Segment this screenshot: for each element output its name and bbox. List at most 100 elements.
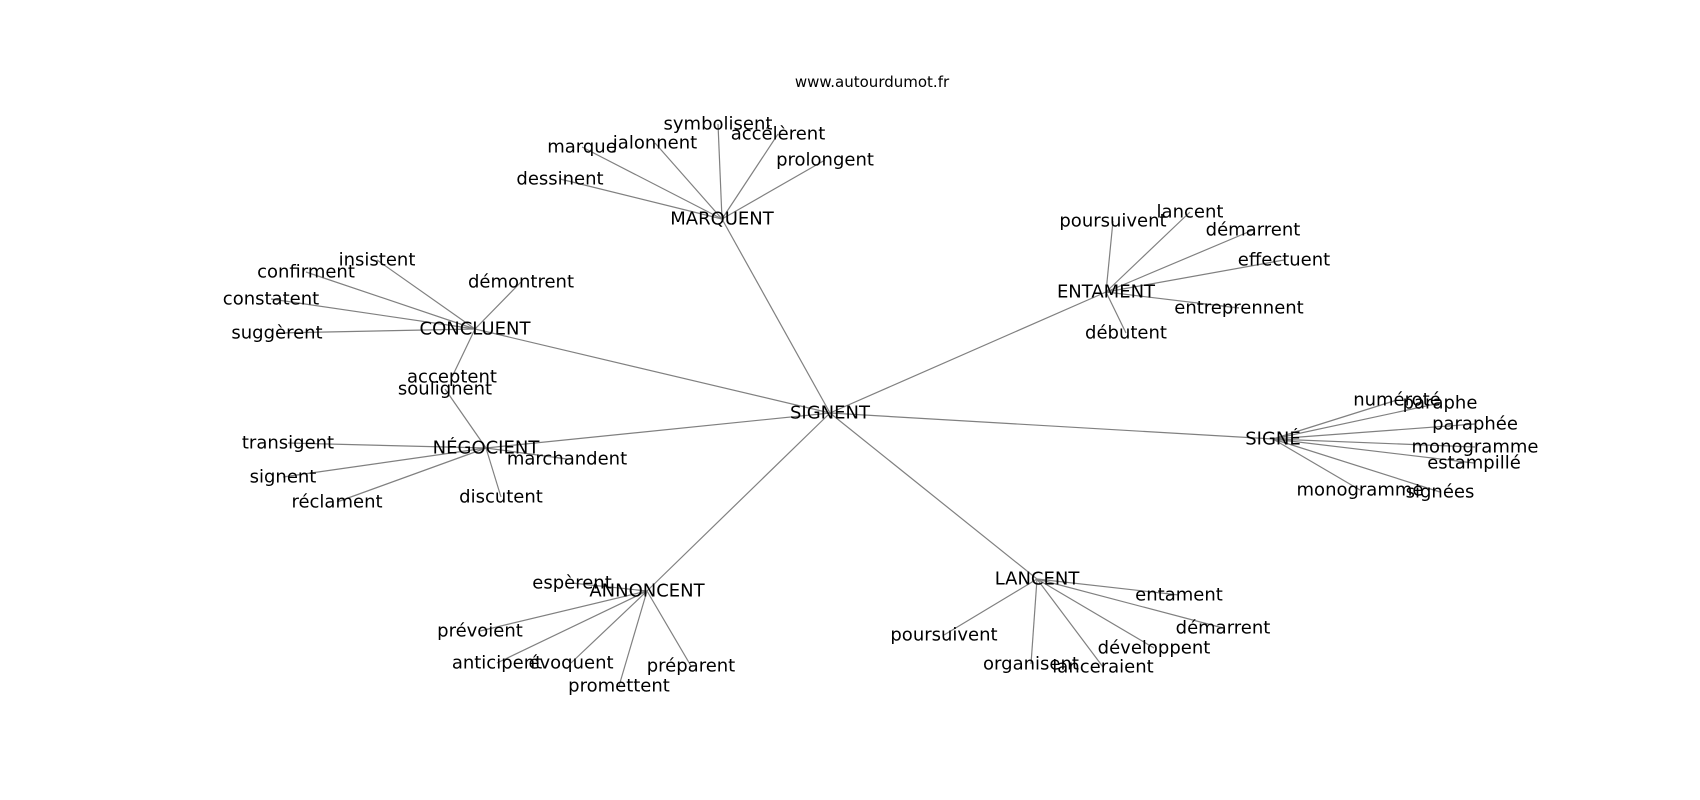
- edge-hub-to-leaf: [1036, 578, 1104, 668]
- edge-hub-to-leaf: [1030, 578, 1038, 665]
- edge-hub-to-leaf: [570, 590, 648, 664]
- leaf-node-label: évoquent: [528, 653, 613, 674]
- leaf-node-label: entreprennent: [1174, 298, 1303, 319]
- edge-center-to-hub: [485, 412, 831, 449]
- edge-hub-to-leaf: [1272, 438, 1361, 491]
- graph-edges: [270, 123, 1476, 687]
- hub-node-label: ENTAMENT: [1057, 282, 1156, 303]
- edge-hub-to-leaf: [1105, 211, 1191, 293]
- edge-center-to-hub: [829, 291, 1107, 414]
- leaf-node-label: prévoient: [437, 621, 523, 642]
- leaf-node-label: prolongent: [776, 150, 874, 171]
- edge-hub-to-leaf: [305, 271, 476, 330]
- leaf-node-label: paraphe: [1403, 393, 1478, 414]
- edge-hub-to-leaf: [444, 388, 487, 449]
- edge-hub-to-leaf: [721, 133, 779, 220]
- leaf-node-label: constatent: [223, 289, 319, 310]
- leaf-node-label: monogramme: [1297, 480, 1424, 501]
- edge-hub-to-leaf: [618, 590, 648, 687]
- leaf-node-label: poursuivent: [1059, 211, 1166, 232]
- leaf-node-label: insistent: [339, 250, 416, 271]
- edge-hub-to-leaf: [1105, 220, 1114, 293]
- edge-hub-to-leaf: [1272, 399, 1398, 440]
- leaf-node-label: démarrent: [1176, 618, 1271, 639]
- edge-hub-to-leaf: [282, 447, 487, 478]
- leaf-node-label: démarrent: [1206, 220, 1301, 241]
- leaf-node-label: accélèrent: [731, 124, 826, 145]
- leaf-node-label: marque: [547, 137, 617, 158]
- edge-hub-to-leaf: [336, 447, 487, 503]
- hub-node-label: ANNONCENT: [589, 581, 705, 602]
- center-node-label: SIGNENT: [790, 403, 871, 424]
- edge-center-to-hub: [721, 218, 831, 414]
- edge-hub-to-leaf: [559, 178, 723, 220]
- edge-hub-to-leaf: [943, 578, 1038, 636]
- hub-node-label: LANCENT: [995, 569, 1081, 590]
- hub-node-label: SIGNÉ: [1245, 428, 1301, 450]
- leaf-node-label: préparent: [647, 656, 736, 677]
- edge-hub-to-leaf: [1272, 438, 1441, 493]
- edge-center-to-hub: [646, 412, 831, 592]
- edge-center-to-hub: [829, 412, 1038, 580]
- leaf-node-label: lanceraient: [1052, 657, 1153, 678]
- leaf-node-label: démontrent: [468, 272, 574, 293]
- edge-hub-to-leaf: [474, 281, 522, 330]
- leaf-node-label: débutent: [1085, 323, 1167, 344]
- leaf-node-label: jalonnent: [612, 133, 697, 154]
- leaf-node-label: symbolisent: [664, 114, 773, 135]
- edge-hub-to-leaf: [485, 447, 502, 498]
- edge-hub-to-leaf: [1272, 438, 1476, 448]
- leaf-node-label: entament: [1135, 585, 1223, 606]
- leaf-node-label: organisent: [983, 654, 1079, 675]
- leaf-node-label: numéroté: [1353, 390, 1441, 411]
- edge-hub-to-leaf: [654, 142, 723, 220]
- edge-hub-to-leaf: [276, 328, 476, 334]
- edge-hub-to-leaf: [721, 159, 826, 220]
- edge-hub-to-leaf: [376, 259, 476, 330]
- edge-hub-to-leaf: [1036, 578, 1224, 629]
- edge-hub-to-leaf: [1272, 402, 1441, 440]
- leaf-node-label: estampillé: [1427, 453, 1521, 474]
- edge-hub-to-leaf: [1105, 229, 1254, 293]
- edge-hub-to-leaf: [1105, 259, 1285, 293]
- edge-hub-to-leaf: [581, 146, 723, 220]
- edge-hub-to-leaf: [1036, 578, 1180, 596]
- leaf-node-label: signent: [250, 467, 317, 488]
- edge-center-to-hub: [829, 412, 1274, 440]
- edge-hub-to-leaf: [571, 582, 648, 592]
- leaf-node-label: suggèrent: [231, 323, 322, 344]
- leaf-node-label: réclament: [291, 492, 382, 513]
- leaf-node-label: dessinent: [516, 169, 603, 190]
- hub-node-label: MARQUENT: [670, 209, 775, 230]
- edge-hub-to-leaf: [451, 328, 476, 378]
- leaf-node-label: transigent: [242, 433, 334, 454]
- leaf-node-label: anticipent: [452, 653, 542, 674]
- edge-center-to-hub: [474, 328, 831, 414]
- leaf-node-label: espèrent: [532, 573, 612, 594]
- graph-labels: SIGNENTMARQUENTdessinentmarquejalonnents…: [223, 114, 1539, 697]
- edge-hub-to-leaf: [287, 442, 487, 449]
- hub-node-label: CONCLUENT: [420, 319, 532, 340]
- hub-node-label: NÉGOCIENT: [433, 437, 541, 459]
- edge-hub-to-leaf: [270, 298, 476, 330]
- leaf-node-label: discutent: [459, 487, 543, 508]
- edge-hub-to-leaf: [1272, 438, 1475, 464]
- leaf-node-label: effectuent: [1238, 250, 1330, 271]
- edge-hub-to-leaf: [1272, 423, 1476, 440]
- edge-hub-to-leaf: [717, 123, 723, 220]
- leaf-node-label: confirment: [257, 262, 355, 283]
- edge-hub-to-leaf: [646, 590, 692, 667]
- leaf-node-label: paraphée: [1432, 414, 1518, 435]
- edge-hub-to-leaf: [496, 590, 648, 664]
- leaf-node-label: marchandent: [507, 449, 627, 470]
- leaf-node-label: promettent: [568, 676, 670, 697]
- leaf-node-label: poursuivent: [890, 625, 997, 646]
- leaf-node-label: acceptent: [407, 367, 497, 388]
- edge-hub-to-leaf: [1105, 291, 1240, 309]
- leaf-node-label: lancent: [1157, 202, 1224, 223]
- leaf-node-label: monogramme: [1412, 437, 1539, 458]
- source-label: www.autourdumot.fr: [795, 73, 950, 91]
- leaf-node-label: développent: [1098, 638, 1211, 659]
- edge-hub-to-leaf: [1105, 291, 1127, 334]
